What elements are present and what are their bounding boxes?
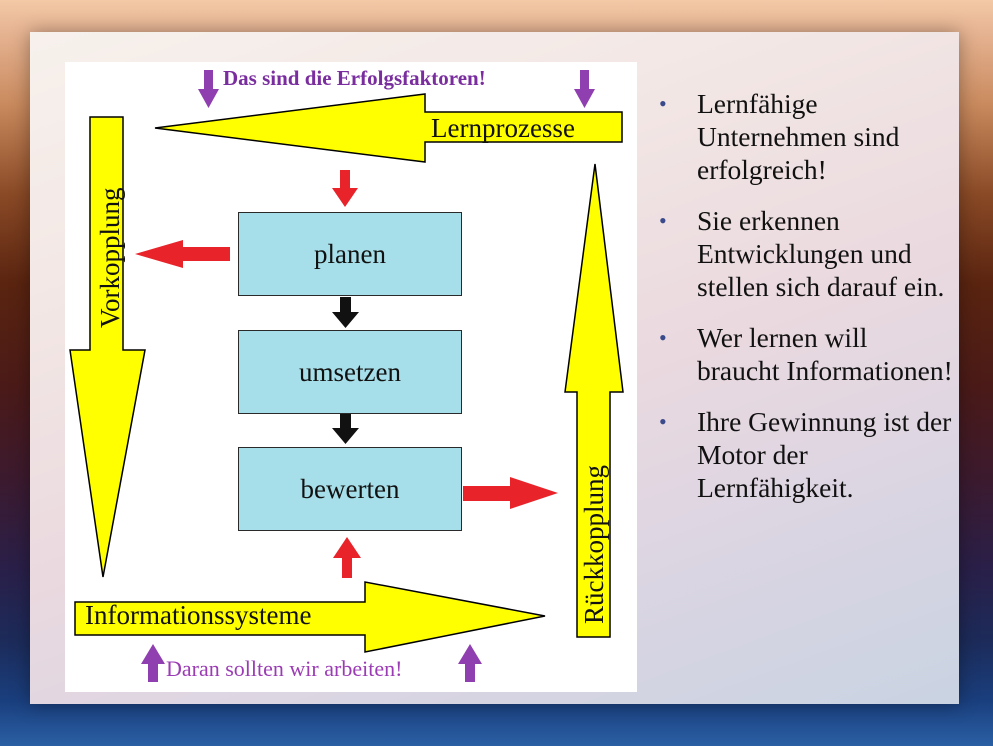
red-arrow-left-from-planen [135, 240, 230, 268]
red-arrow-down-into-planen [332, 170, 358, 207]
learning-cycle-diagram: Das sind die Erfolgsfaktoren! Lernprozes… [65, 62, 637, 692]
rueckkopplung-label: Rückkopplung [579, 465, 609, 624]
bullet-item: • Ihre Gewinnung ist der Motor der Lernfä… [653, 405, 953, 504]
purple-up-arrow-right [458, 644, 482, 682]
step-bewerten: bewerten [238, 447, 462, 531]
red-arrow-up-into-bewerten [333, 537, 361, 578]
top-note: Das sind die Erfolgsfaktoren! [223, 66, 486, 90]
informationssysteme-label: Informationssysteme [85, 600, 312, 630]
bullet-item: • Sie erkennen Entwicklungen und stellen … [653, 204, 953, 303]
bullet-dot-icon: • [659, 325, 667, 350]
black-arrow-planen-umsetzen [332, 297, 359, 328]
red-arrow-right-from-bewerten [463, 477, 558, 509]
bullet-dot-icon: • [659, 409, 667, 434]
bullet-text: Lernfähige Unternehmen sind erfolgreich! [697, 88, 900, 185]
bullet-dot-icon: • [659, 91, 667, 116]
vorkopplung-label: Vorkopplung [95, 187, 125, 328]
purple-down-arrow-right [574, 70, 595, 108]
purple-up-arrow-left [141, 644, 165, 682]
bullet-item: • Wer lernen will braucht Informationen! [653, 321, 953, 387]
bottom-note: Daran sollten wir arbeiten! [166, 656, 403, 681]
diagram-arrows [69, 70, 624, 682]
bullet-text: Ihre Gewinnung ist der Motor der Lernfäh… [697, 406, 952, 503]
bullet-list: • Lernfähige Unternehmen sind erfolgreich… [653, 87, 953, 522]
black-arrow-umsetzen-bewerten [332, 414, 359, 444]
bullet-dot-icon: • [659, 208, 667, 233]
informationssysteme-arrow [74, 581, 546, 653]
rueckkopplung-arrow [564, 163, 624, 638]
lernprozesse-arrow [154, 93, 623, 163]
purple-down-arrow-left [198, 70, 219, 108]
lernprozesse-label: Lernprozesse [431, 113, 575, 143]
bullet-item: • Lernfähige Unternehmen sind erfolgreich… [653, 87, 953, 186]
bullet-text: Wer lernen will braucht Informationen! [697, 322, 953, 386]
step-umsetzen: umsetzen [238, 330, 462, 414]
step-planen: planen [238, 212, 462, 296]
vorkopplung-arrow [69, 116, 146, 578]
bullet-text: Sie erkennen Entwicklungen und stellen s… [697, 205, 945, 302]
